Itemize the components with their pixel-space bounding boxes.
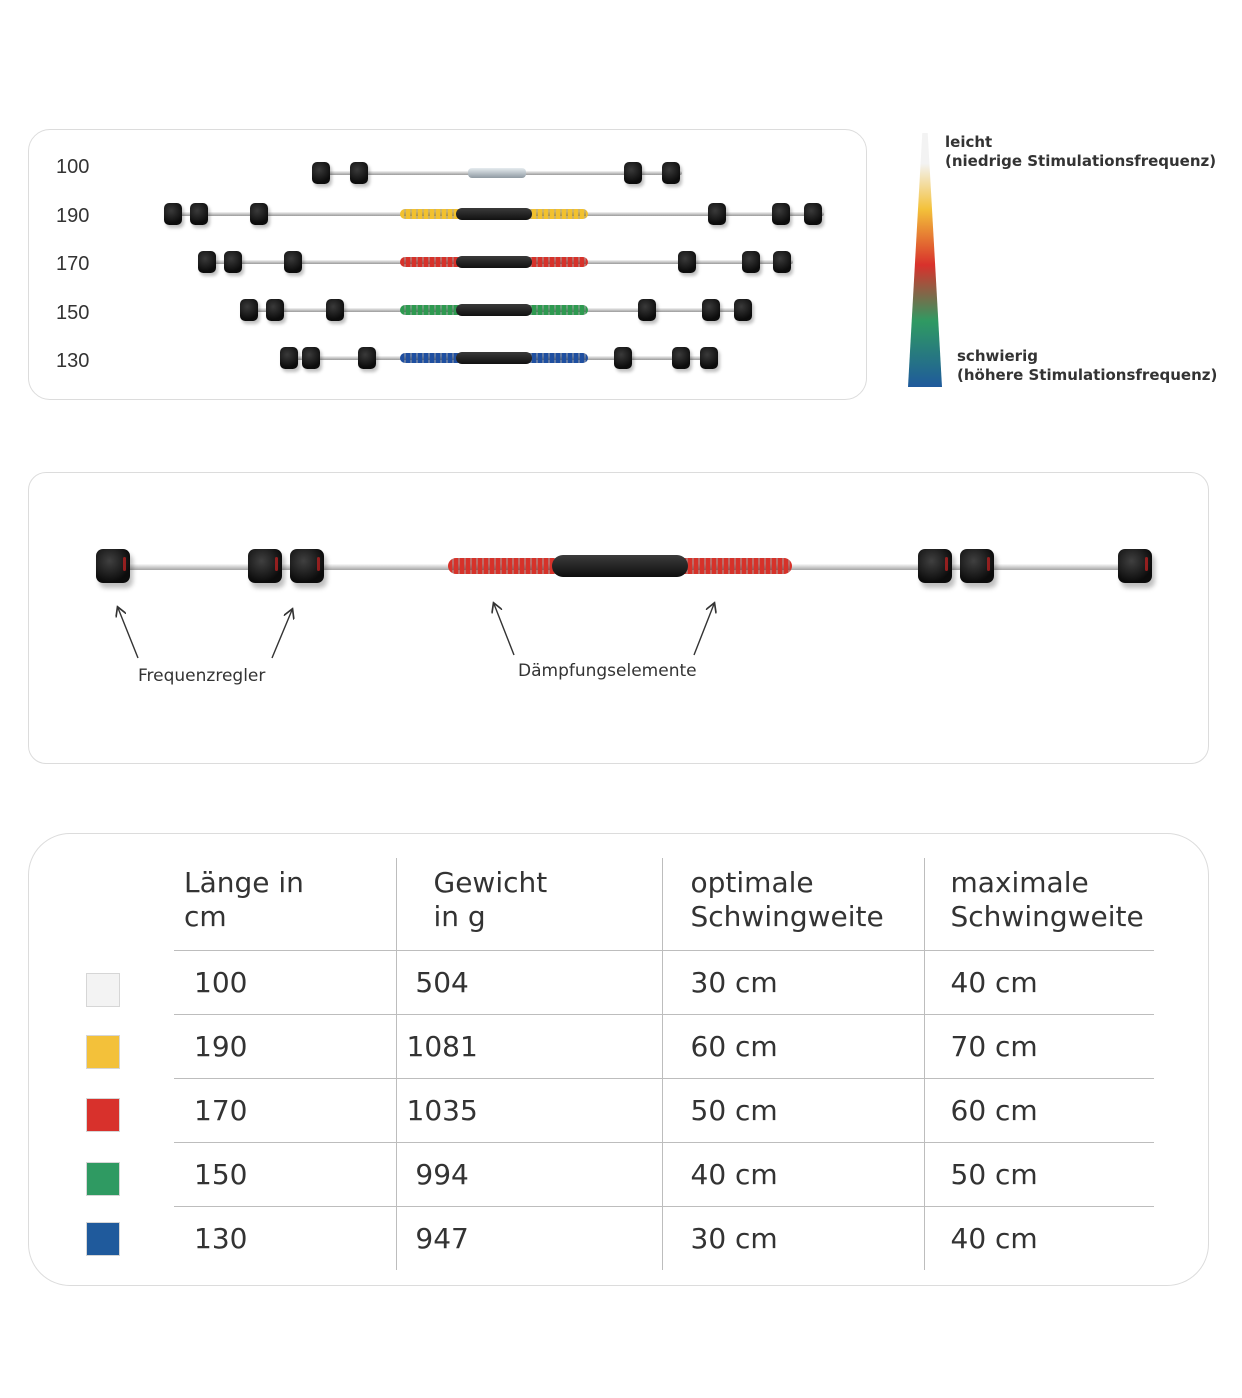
length-label-100: 100 (56, 156, 90, 178)
length-label-190: 190 (56, 205, 90, 227)
detail-weight-right-inner1 (918, 549, 952, 583)
header-weight: Gewicht in g (395, 858, 662, 951)
cell-length: 150 (174, 1141, 396, 1206)
scale-top-line1: leicht (945, 133, 993, 151)
bar-130 (280, 343, 718, 373)
detail-weight-right-outer (1118, 549, 1152, 583)
cell-optimal: 30 cm (661, 949, 924, 1014)
cell-weight: 947 (395, 1205, 662, 1270)
table-row: 130 947 30 cm 40 cm (174, 1205, 1154, 1270)
scale-top-line2: (niedrige Stimulationsfrequenz) (945, 152, 1217, 170)
cell-weight: 504 (395, 949, 662, 1014)
cell-maximal: 60 cm (923, 1077, 1154, 1142)
color-swatch-170 (86, 1098, 120, 1132)
detail-weight-left-outer (96, 549, 130, 583)
cell-maximal: 40 cm (923, 949, 1154, 1014)
cell-maximal: 70 cm (923, 1013, 1154, 1078)
length-label-150: 150 (56, 302, 90, 324)
cell-optimal: 30 cm (661, 1205, 924, 1270)
cell-weight: 1081 (395, 1013, 662, 1078)
color-swatch-130 (86, 1222, 120, 1256)
header-maximal-swing: maximale Schwingweite (923, 858, 1154, 951)
table-row: 190 1081 60 cm 70 cm (174, 1013, 1154, 1078)
color-swatch-100 (86, 973, 120, 1007)
detail-weight-left-inner1 (248, 549, 282, 583)
damper-100 (468, 168, 526, 178)
length-label-130: 130 (56, 350, 90, 372)
bar-170 (198, 247, 793, 277)
scale-bottom-line1: schwierig (957, 347, 1038, 365)
scale-top-label: leicht (niedrige Stimulationsfrequenz) (945, 133, 1216, 171)
cell-length: 100 (174, 949, 396, 1014)
detail-weight-right-inner2 (960, 549, 994, 583)
table-row: 100 504 30 cm 40 cm (174, 949, 1154, 1014)
header-optimal-swing: optimale Schwingweite (661, 858, 924, 951)
cell-optimal: 40 cm (661, 1141, 924, 1206)
cell-length: 190 (174, 1013, 396, 1078)
bar-150 (240, 295, 752, 325)
cell-length: 170 (174, 1077, 396, 1142)
detail-weight-left-inner2 (290, 549, 324, 583)
length-label-170: 170 (56, 253, 90, 275)
table-header-row: Länge in cm Gewicht in g optimale Schwin… (174, 858, 1154, 951)
label-daempfungselemente: Dämpfungselemente (518, 661, 697, 681)
cell-weight: 1035 (395, 1077, 662, 1142)
table-row: 170 1035 50 cm 60 cm (174, 1077, 1154, 1142)
cell-weight: 994 (395, 1141, 662, 1206)
cell-maximal: 40 cm (923, 1205, 1154, 1270)
bar-190 (164, 199, 824, 229)
bar-100 (312, 158, 682, 188)
cell-length: 130 (174, 1205, 396, 1270)
cell-maximal: 50 cm (923, 1141, 1154, 1206)
label-frequenzregler: Frequenzregler (138, 666, 266, 686)
color-swatch-150 (86, 1162, 120, 1196)
scale-bottom-line2: (höhere Stimulationsfrequenz) (957, 366, 1218, 384)
table-row: 150 994 40 cm 50 cm (174, 1141, 1154, 1206)
detail-grip (552, 555, 688, 577)
header-length: Länge in cm (174, 858, 396, 951)
cell-optimal: 50 cm (661, 1077, 924, 1142)
scale-bottom-label: schwierig (höhere Stimulationsfrequenz) (957, 347, 1217, 385)
color-swatch-190 (86, 1035, 120, 1069)
specs-table: Länge in cm Gewicht in g optimale Schwin… (174, 858, 1154, 1270)
cell-optimal: 60 cm (661, 1013, 924, 1078)
bar-detail-panel (28, 472, 1209, 764)
